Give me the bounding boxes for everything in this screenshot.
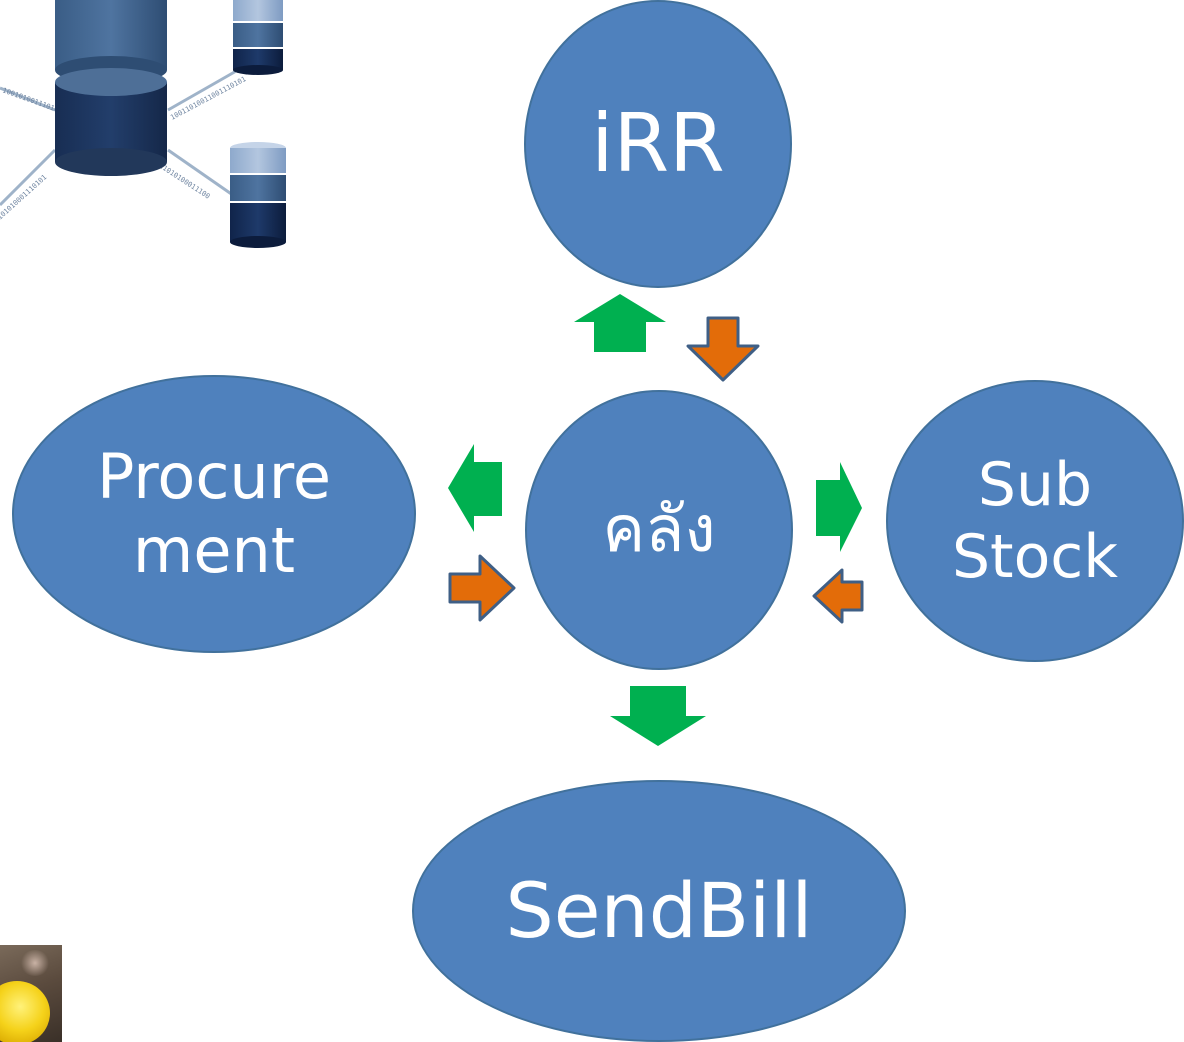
node-substock-label-line2: Stock	[951, 522, 1119, 592]
node-warehouse-label: คลัง	[602, 492, 716, 567]
node-substock-label-line1: Sub	[977, 450, 1093, 520]
node-warehouse: คลัง	[525, 390, 793, 670]
node-substock: Sub Stock	[886, 380, 1184, 662]
node-irr-label: iRR	[591, 97, 725, 190]
arrow-down-from-irr	[686, 316, 760, 382]
node-sendbill: SendBill	[412, 780, 906, 1042]
flower-photo	[0, 945, 62, 1042]
node-sendbill-label: SendBill	[505, 866, 813, 956]
database-small-icon	[233, 0, 283, 75]
node-irr: iRR	[524, 0, 792, 288]
arrow-right-to-substock	[816, 462, 862, 552]
node-procurement-label-line1: Procure	[96, 439, 331, 513]
arrow-left-from-substock	[812, 568, 864, 624]
database-server-icon	[55, 0, 167, 176]
node-procurement: Procure ment	[12, 375, 416, 653]
database-clipart: 10010100111010 10011010011001110101 1001…	[0, 0, 286, 248]
arrow-right-from-procurement	[448, 554, 516, 622]
arrow-left-to-procurement	[448, 444, 502, 532]
arrow-down-to-sendbill	[610, 686, 706, 746]
node-procurement-label-line2: ment	[132, 514, 296, 587]
database-small-icon	[230, 142, 286, 248]
arrow-up-to-irr	[574, 294, 666, 352]
